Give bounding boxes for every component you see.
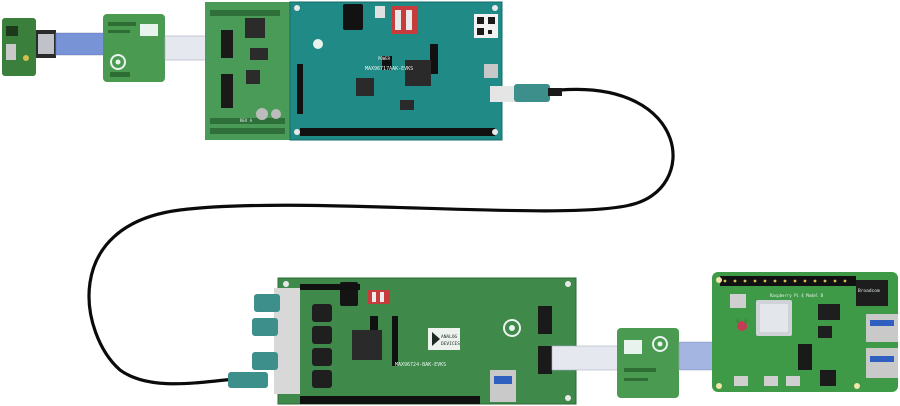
top-board-rev-label: REV A	[240, 118, 253, 123]
raspberry-pi-chip-label: Broadcom	[858, 288, 880, 294]
bottom-board-brand-line2: DEVICES	[441, 341, 460, 347]
fakra-connectors-bottom	[228, 294, 280, 388]
raspberry-pi-board: Broadcom Raspberry Pi 4 Model B	[712, 272, 898, 392]
camera-module	[2, 18, 56, 76]
coax-cable	[87, 87, 675, 386]
max96717-eval-board: MAX96717AAK-EVKS POWER REV A	[205, 1, 503, 141]
fakra-connector-top	[490, 84, 562, 102]
ffc-adapter-board-top	[103, 14, 165, 82]
top-board-name-label: MAX96717AAK-EVKS	[365, 66, 413, 72]
bottom-board-brand-line1: ANALOG	[441, 334, 458, 340]
ffc-ribbon-3	[551, 345, 619, 371]
max96724-eval-board: ANALOG DEVICES MAX96724-BAK-EVKS	[274, 277, 577, 405]
bottom-board-name-label: MAX96724-BAK-EVKS	[395, 362, 446, 368]
top-board-power-label: POWER	[378, 56, 391, 61]
raspberry-pi-name-label: Raspberry Pi 4 Model B	[770, 293, 824, 298]
ffc-adapter-board-bottom	[617, 328, 679, 398]
